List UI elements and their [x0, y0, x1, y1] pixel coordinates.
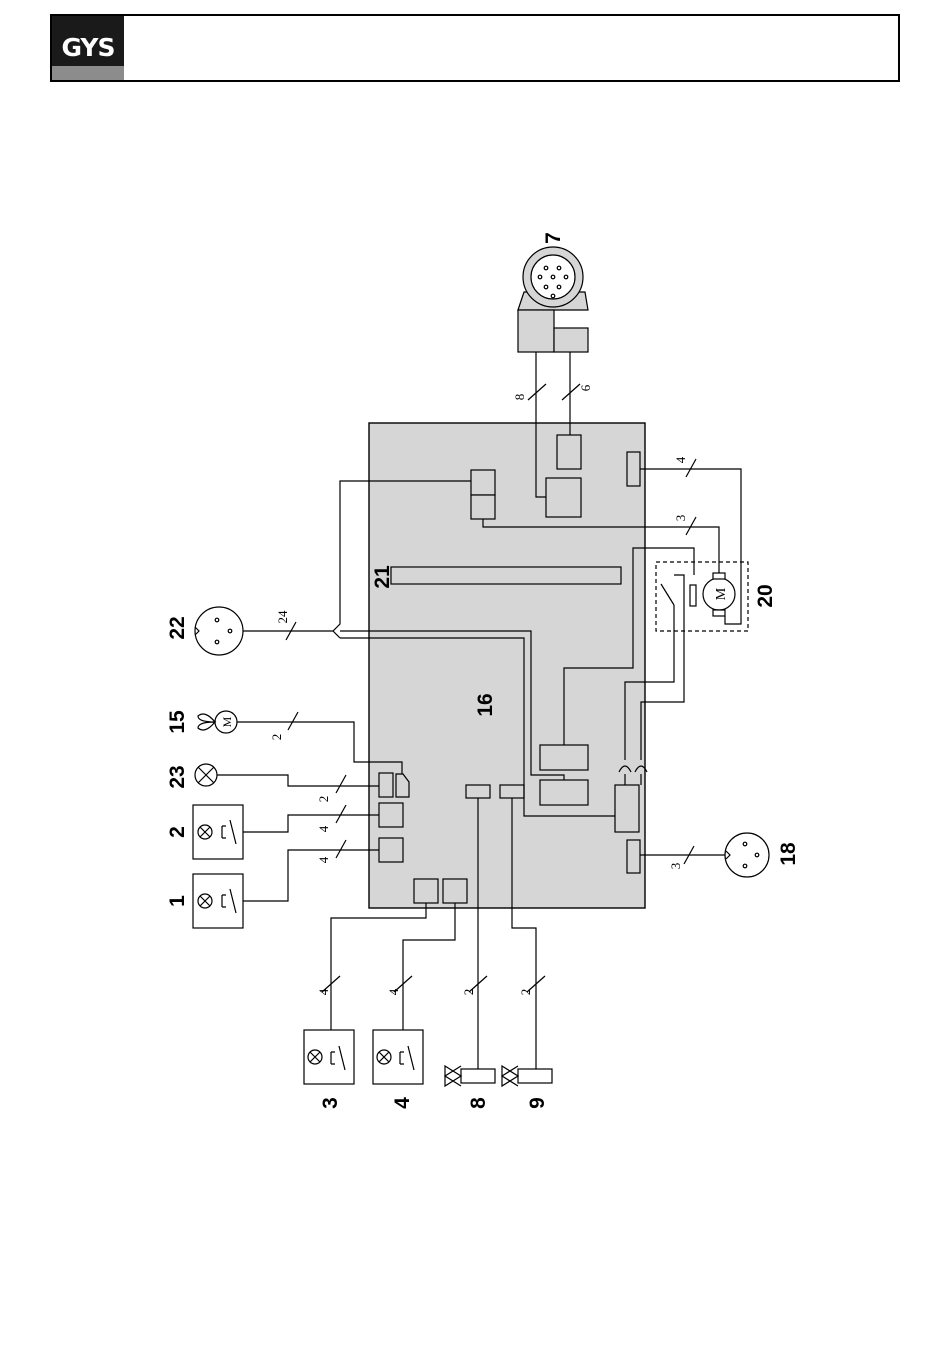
- wire-count-23: 2: [316, 796, 331, 803]
- label-18: 18: [777, 842, 800, 866]
- board-connector-23a: [379, 773, 393, 797]
- wire-count-24: 24: [275, 610, 290, 624]
- board-connector-3: [414, 879, 438, 903]
- label-15: 15: [166, 710, 189, 734]
- tick-15: [288, 712, 298, 730]
- motor-switch: [661, 584, 674, 605]
- switch-panel-1: [193, 874, 243, 928]
- wire-count-7b: 6: [578, 384, 593, 391]
- switch-panel-2: [193, 805, 243, 859]
- wire-count-3: 4: [316, 988, 331, 995]
- switch-panel-4: [373, 1030, 423, 1084]
- label-3: 3: [319, 1097, 342, 1109]
- torch-trigger-socket-22: [195, 607, 243, 655]
- label-9: 9: [526, 1097, 549, 1109]
- wire-count-18: 3: [668, 863, 683, 870]
- label-2: 2: [166, 826, 189, 838]
- wire-count-9: 2: [518, 989, 533, 996]
- board-connector-motor: [627, 452, 640, 486]
- motor-sensor: [690, 585, 696, 606]
- label-22: 22: [166, 616, 189, 639]
- wire-1: [243, 850, 379, 901]
- label-1: 1: [166, 895, 189, 907]
- board-connector-18: [627, 840, 640, 873]
- wire-count-20b: 3: [673, 515, 688, 522]
- remote-socket-18: [725, 833, 769, 877]
- board-connector-mid-b: [540, 780, 588, 805]
- wire-20c: [641, 575, 684, 760]
- gas-valve-8: [445, 1066, 495, 1086]
- board-connector-top-b: [471, 495, 495, 519]
- board-connector-mid-a: [540, 745, 588, 770]
- motor-letter: M: [714, 587, 729, 600]
- display-module-21: [391, 567, 621, 584]
- wire-count-2: 4: [316, 825, 331, 832]
- wire-4: [403, 903, 455, 1030]
- wire-23: [217, 775, 379, 786]
- wire-count-1: 4: [316, 856, 331, 863]
- switch-panel-3: [304, 1030, 354, 1084]
- board-connector-top-a: [471, 470, 495, 495]
- wire-count-4: 4: [386, 988, 401, 995]
- label-4: 4: [391, 1097, 414, 1109]
- board-connector-harness-b: [557, 435, 581, 469]
- wire-count-8: 2: [461, 989, 476, 996]
- tick-2: [336, 805, 346, 823]
- label-21: 21: [371, 565, 394, 589]
- connector-7: [518, 247, 588, 352]
- board-connector-8: [466, 785, 490, 798]
- board-connector-9: [500, 785, 524, 798]
- label-8: 8: [467, 1097, 490, 1109]
- wire-22b: [333, 631, 340, 638]
- gas-valve-9: [502, 1066, 552, 1086]
- tick-1: [336, 840, 346, 858]
- wire-count-20a: 4: [673, 456, 688, 463]
- board-connector-1: [379, 838, 403, 862]
- wire-3: [331, 903, 426, 1030]
- board-connector-harness: [546, 478, 581, 517]
- label-16: 16: [474, 693, 497, 716]
- tick-23: [336, 775, 346, 793]
- wire-count-7a: 8: [512, 394, 527, 401]
- board-connector-right: [615, 785, 639, 832]
- wire-2: [243, 815, 379, 832]
- tick-7a: [528, 384, 546, 400]
- board-connector-4: [443, 879, 467, 903]
- label-23: 23: [166, 765, 189, 788]
- board-connector-2: [379, 803, 403, 827]
- label-7: 7: [542, 232, 565, 244]
- fan-motor-letter: M: [220, 716, 234, 727]
- wire-count-15: 2: [269, 734, 284, 741]
- warning-lamp-23: [195, 764, 217, 786]
- label-20: 20: [754, 584, 777, 607]
- main-board-16: [369, 423, 645, 908]
